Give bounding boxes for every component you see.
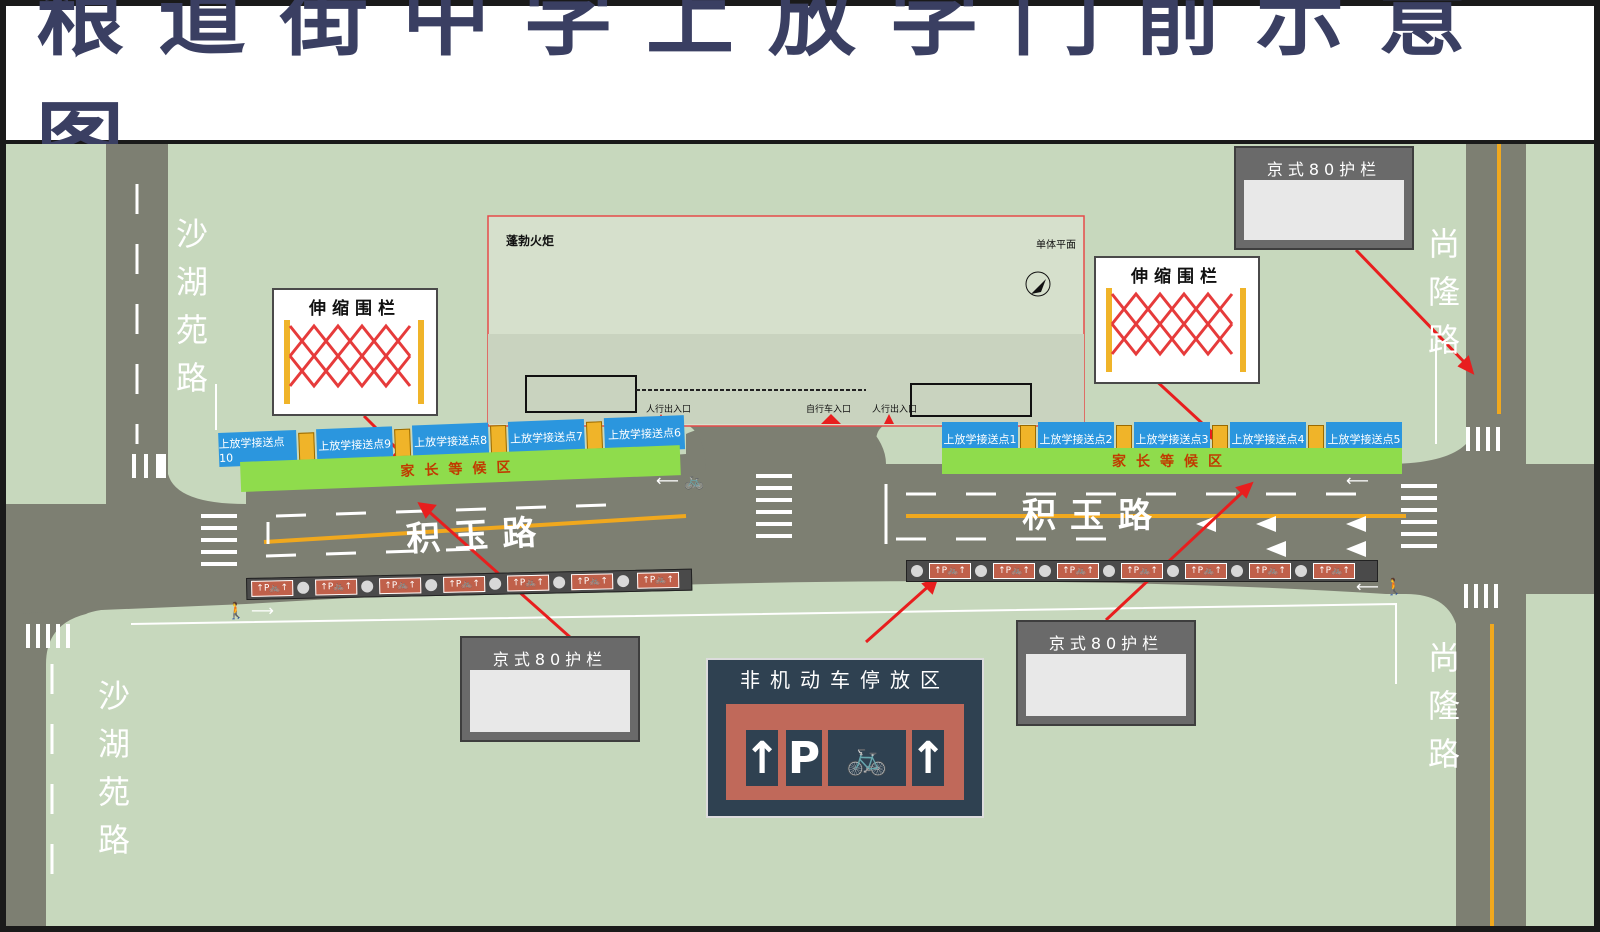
- bike-parking-sign: ↑P🚲↑: [993, 563, 1035, 579]
- crosswalks: [26, 427, 1500, 648]
- left-center-line: [263, 514, 687, 544]
- bike-parking-sign: ↑P🚲↑: [379, 577, 422, 595]
- bike-parking-sign: ↑P🚲↑: [1313, 563, 1355, 579]
- page-title: 粮道街中学上放学门前示意图: [36, 0, 1501, 195]
- compass-icon: [1025, 271, 1051, 297]
- entrance-label-1: 人行出入口: [646, 405, 692, 415]
- bollard: [1103, 565, 1115, 577]
- bollard: [1295, 565, 1307, 577]
- bollard: [361, 580, 374, 593]
- bike-parking-sign: ↑P🚲↑: [251, 580, 294, 597]
- bike-parking-sign: ↑P🚲↑: [636, 571, 680, 589]
- left-gatehouse: [525, 375, 637, 413]
- fence-post: [394, 428, 412, 458]
- pointer-arrows: [362, 248, 1475, 644]
- parking-area-title: 非机动车停放区: [740, 668, 950, 692]
- bike-parking-sign: ↑P🚲↑: [929, 563, 971, 579]
- street-name-jiyu-right: 积玉路: [1022, 496, 1166, 536]
- telescopic-fence-title: 伸缩围栏: [309, 299, 401, 319]
- jingshi-fence-title: 京式80护栏: [492, 650, 608, 669]
- jingshi-fence-title: 京式80护栏: [1266, 160, 1382, 179]
- bike-parking-sign: ↑P🚲↑: [507, 574, 550, 592]
- entrance-marker-2: [821, 414, 841, 424]
- bollard: [617, 574, 630, 588]
- bollard: [911, 565, 923, 577]
- bollard: [425, 578, 438, 592]
- bike-parking-sign: ↑P🚲↑: [315, 578, 358, 596]
- bike-parking-sign: ↑P🚲↑: [443, 575, 486, 593]
- bike-parking-sign: ↑P🚲↑: [1057, 563, 1099, 579]
- bike-parking-sign: ↑P🚲↑: [1249, 563, 1291, 579]
- bicycle-icon: 🚲: [828, 730, 906, 786]
- bike-parking-bar-right: ↑P🚲↑ ↑P🚲↑ ↑P🚲↑ ↑P🚲↑ ↑P🚲↑ ↑P🚲↑ ↑P🚲↑: [906, 560, 1378, 582]
- telescopic-fence-card-right: 伸缩围栏: [1094, 256, 1260, 384]
- fence-photo: [1026, 654, 1186, 716]
- bike-lane-icon: ⟵ 🚲: [656, 471, 704, 490]
- main-road-dashes: [265, 492, 1356, 558]
- sidewalk-lines: [130, 344, 1437, 684]
- telescopic-fence-title: 伸缩围栏: [1131, 267, 1223, 287]
- bike-parking-sign: ↑P🚲↑: [1121, 563, 1163, 579]
- entrance-label-2: 自行车入口: [806, 405, 852, 415]
- up-arrow-icon: ↑: [744, 730, 780, 786]
- parking-p-icon: P: [786, 730, 822, 786]
- fence-post: [298, 432, 316, 461]
- telescopic-fence-card-left: 伸缩围栏: [272, 288, 438, 416]
- building-name: 蓬勃火炬: [506, 234, 555, 248]
- fence-photo: [470, 670, 630, 732]
- bollard: [489, 577, 502, 590]
- road-label-shahu-bottom: 沙湖苑路: [97, 677, 130, 859]
- right-vertical-road: [1386, 144, 1594, 926]
- street-name-jiyu-left: 积玉路: [405, 512, 552, 560]
- left-road-dashes: [50, 184, 139, 874]
- bollard: [553, 576, 566, 589]
- entrance-marker-3: [884, 414, 894, 424]
- jingshi-fence-title: 京式80护栏: [1048, 634, 1164, 653]
- road-label-shahu-top: 沙湖苑路: [175, 215, 208, 397]
- telescopic-fence-icon: [1106, 288, 1246, 372]
- telescopic-fence-icon: [284, 320, 424, 404]
- bike-lane-icon-right: ⟵: [1346, 471, 1369, 490]
- bollard: [1231, 565, 1243, 577]
- school-plan-yard: [488, 334, 1084, 424]
- jingshi-fence-card-top: 京式80护栏: [1234, 146, 1414, 250]
- entrance-label-3: 人行出入口: [872, 405, 918, 415]
- fence-post: [490, 424, 508, 454]
- bike-parking-sign: ↑P🚲↑: [570, 573, 614, 591]
- road-label-shanglong-top: 尚隆路: [1427, 225, 1460, 359]
- jingshi-fence-card-right: 京式80护栏: [1016, 620, 1196, 726]
- fence-photo: [1244, 180, 1404, 240]
- road-label-shanglong-bottom: 尚隆路: [1427, 639, 1460, 773]
- up-arrow-icon: ↑: [910, 730, 946, 786]
- bike-parking-sign: ↑P🚲↑: [1185, 563, 1227, 579]
- north-arrow-icon: [1031, 279, 1046, 294]
- header: 粮道街中学上放学门前示意图: [6, 0, 1594, 195]
- bike-parking-sign-card: 非机动车停放区 ↑ P 🚲 ↑: [706, 658, 984, 818]
- bollard: [1167, 565, 1179, 577]
- pedestrian-icon-left: 🚶 ⟶: [226, 601, 274, 620]
- school-entrance-plaza: [686, 424, 886, 564]
- map-area: ⟵ 🚲 ⟵ 🚶 ⟶ ⟵ 🚶 蓬勃火炬 单体平面 人行出入口 自行车入口 人行出入…: [6, 144, 1594, 926]
- bollard: [1039, 565, 1051, 577]
- fence-post: [585, 421, 604, 450]
- plan-label: 单体平面: [1036, 240, 1076, 251]
- bollard: [975, 565, 987, 577]
- bollard: [297, 581, 310, 594]
- jingshi-fence-card-left: 京式80护栏: [460, 636, 640, 742]
- right-gatehouse: [910, 383, 1032, 417]
- waiting-area-right: 家长等候区: [942, 448, 1402, 474]
